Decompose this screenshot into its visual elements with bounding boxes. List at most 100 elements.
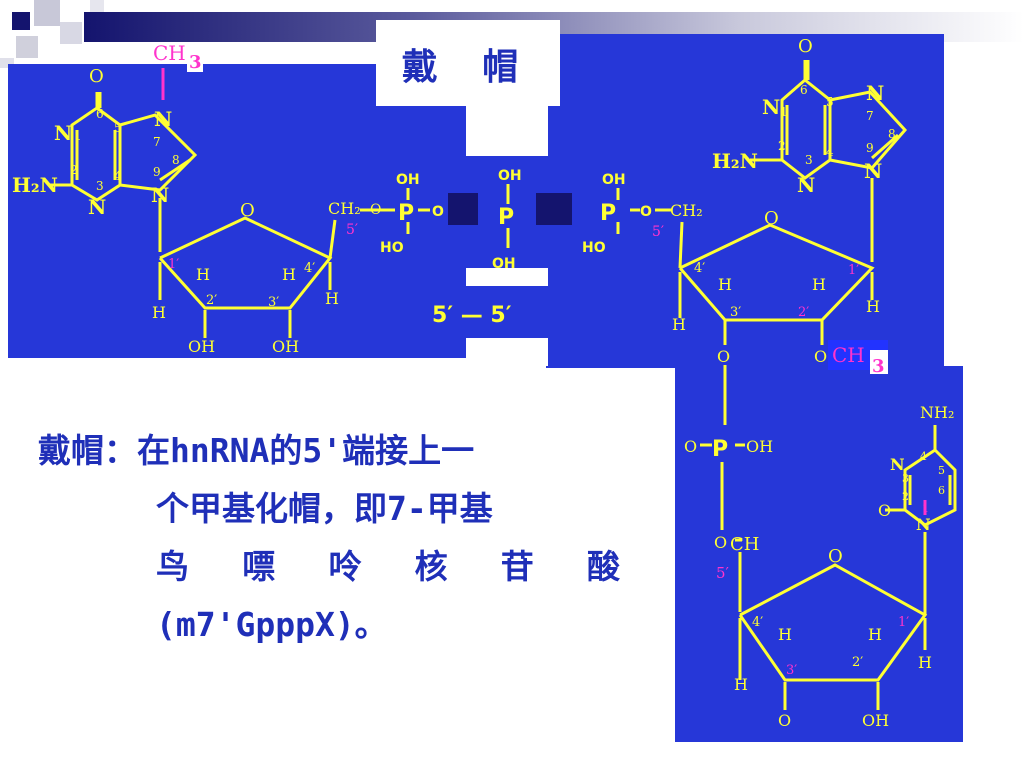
ch3-subscript-box-left (187, 50, 203, 72)
bond-marker-left (448, 193, 478, 225)
ring-num: 9 (153, 165, 161, 179)
o6-label-right: O (798, 36, 813, 57)
ring-num: 3 (902, 472, 909, 485)
o-label: O (717, 347, 730, 366)
prime-label: 3′ (786, 663, 797, 678)
linkage-label: 5′ — 5′ (432, 303, 512, 328)
decor-square-light-5 (90, 0, 104, 14)
h-label: H (734, 675, 748, 694)
triphosphate-bonds (360, 184, 672, 248)
label-strip-2 (466, 106, 548, 156)
ring-num: 4 (114, 169, 122, 183)
prime-label: 4′ (752, 615, 763, 630)
ch3-subscript-right: 3 (872, 356, 885, 377)
ribose-o-right: O (764, 208, 779, 229)
body-line-4: (m7'GpppX)。 (156, 605, 388, 644)
phosphate-second: P (712, 437, 728, 462)
ring-num: 9 (866, 141, 874, 155)
prime-label: 2′ (852, 655, 863, 670)
decor-square-light-3 (16, 36, 38, 58)
char: 苷 (500, 547, 534, 586)
ring-num: 6 (800, 83, 808, 97)
oh-label: OH (602, 172, 626, 188)
ribose-o-left: O (240, 200, 255, 221)
ch3-label-left: CH (153, 41, 186, 65)
o-label: O (684, 437, 697, 456)
prime-label: 4′ (694, 261, 705, 276)
char: 酸 (586, 547, 620, 586)
ring-num: 1 (74, 129, 82, 143)
h-label: H (866, 297, 880, 316)
ring-num: 8 (888, 127, 896, 141)
ring-num: 7 (153, 135, 161, 149)
h-label: H (672, 315, 686, 334)
n-label: N (916, 515, 931, 534)
n-label: N (890, 455, 905, 474)
title-box (376, 20, 560, 106)
prime-label: 1′ (848, 263, 859, 278)
n1-label-left: N (54, 121, 72, 145)
ring-num: 3 (96, 179, 104, 193)
h-label: H (196, 265, 210, 284)
oh-label: OH (492, 256, 516, 272)
ring-num: 6 (938, 484, 945, 497)
ring-num: 5 (938, 464, 945, 477)
h2n-label-left: H₂N (12, 173, 58, 197)
o-label: O (878, 501, 891, 520)
ribose-o-bottom: O (828, 546, 843, 567)
char: 呤 (328, 547, 362, 586)
ring-num: 6 (96, 107, 104, 121)
ring-num: 8 (172, 153, 180, 167)
o-label: O (432, 204, 444, 220)
char: 鸟 (156, 547, 189, 586)
prime-label: 4′ (304, 261, 315, 276)
n7-label-left: N (154, 107, 172, 131)
prime-label: 3′ (268, 295, 279, 310)
ring-num: 1 (922, 502, 929, 515)
char: 核 (414, 547, 448, 586)
n-label: N (866, 81, 884, 105)
prime-label: 5′ (652, 224, 664, 240)
ch3-subscript-box-right (870, 350, 888, 374)
decor-square-light-1 (34, 0, 60, 26)
n-label: N (864, 159, 882, 183)
h-label: H (778, 625, 792, 644)
oh-label: OH (862, 711, 889, 730)
oh-label: OH (188, 337, 215, 356)
body-line-3: 鸟 嘌 呤 核 苷 酸 (38, 538, 628, 596)
phosphate-alpha: P (398, 201, 414, 226)
ch3-label-right: CH (832, 343, 865, 367)
ring-num: 7 (866, 109, 874, 123)
prime-label: 1′ (168, 257, 179, 272)
o-label: O (370, 202, 381, 218)
body-text: 戴帽：在hnRNA的5'端接上一 个甲基化帽，即7-甲基 鸟 嘌 呤 核 苷 酸… (38, 422, 628, 654)
o-label: O (814, 347, 827, 366)
oh-label: OH (272, 337, 299, 356)
prime-label: 2′ (206, 293, 217, 308)
n-label: N (797, 173, 815, 197)
ring-num: 4 (826, 145, 834, 159)
prime-label: 5′ (716, 564, 730, 582)
h-label: H (152, 303, 166, 322)
o-label: O (778, 711, 791, 730)
oh-label: OH (746, 437, 773, 456)
oh-label: OH (396, 172, 420, 188)
molecule-panel-top-right (546, 34, 944, 368)
decor-square-dark-1 (12, 12, 30, 30)
h-label: H (718, 275, 732, 294)
n9-label-left: N (151, 183, 169, 207)
prime-label: 2′ (798, 305, 809, 320)
ring-num: 2 (902, 490, 909, 503)
ho-label: HO (380, 240, 404, 256)
label-strip (466, 268, 548, 286)
ho-label: HO (582, 240, 606, 256)
n3-label-left: N (88, 195, 106, 219)
n-label: N (762, 95, 780, 119)
ring-num: 5 (114, 121, 122, 135)
ring-num: 1 (780, 105, 788, 119)
decor-square-light-2 (60, 22, 82, 44)
o-label: O (714, 533, 727, 552)
ring-num: 2 (70, 163, 78, 177)
prime-label: 3′ (730, 305, 741, 320)
